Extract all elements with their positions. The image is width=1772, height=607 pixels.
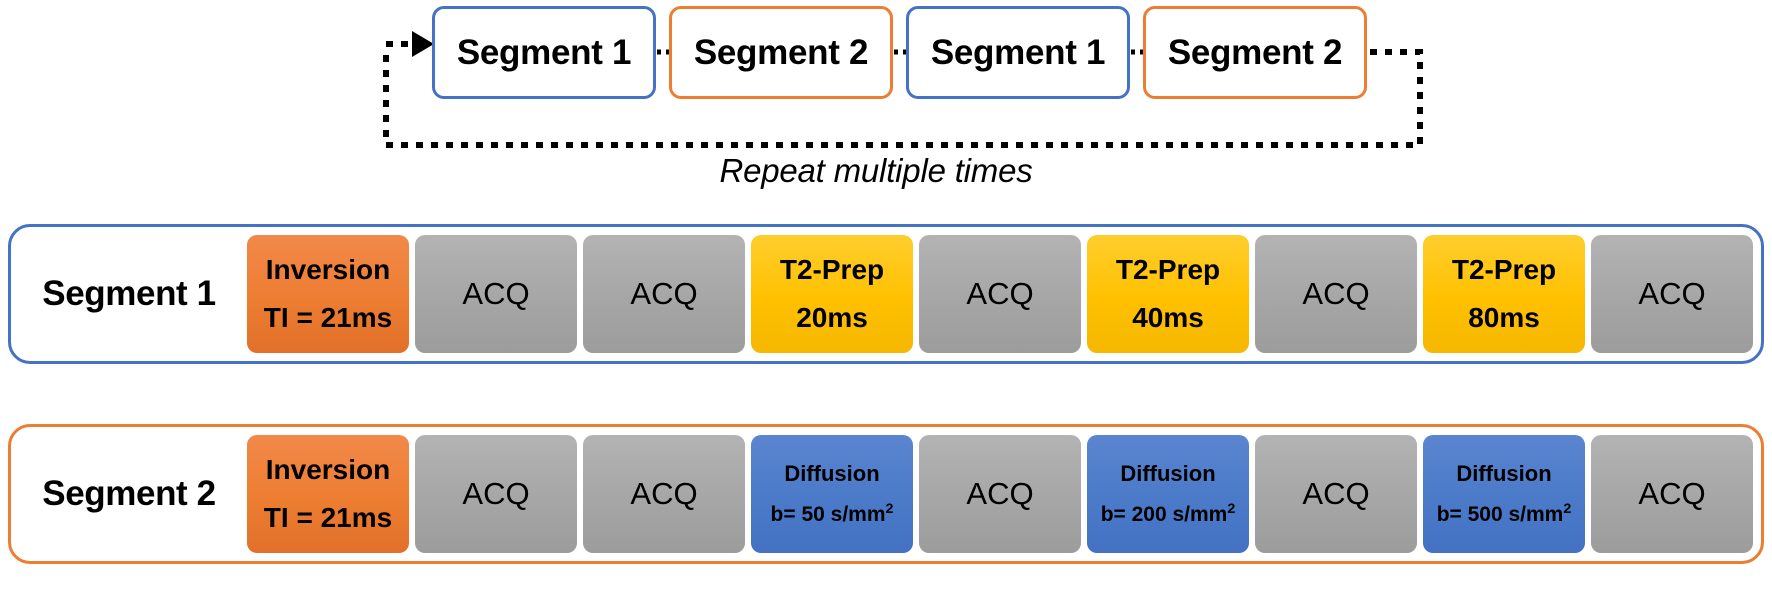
block-t2prep[interactable]: T2-Prep 20ms — [751, 235, 913, 353]
loop-node-segment-2-b[interactable]: Segment 2 — [1143, 6, 1367, 99]
block-line1: Diffusion — [784, 460, 880, 486]
block-line1: ACQ — [630, 476, 698, 512]
block-line1: ACQ — [462, 476, 530, 512]
block-line2-text: b= 500 s/mm — [1436, 502, 1564, 526]
block-acq[interactable]: ACQ — [1255, 235, 1417, 353]
segment-1-row: Segment 1 Inversion TI = 21ms ACQ ACQ T2… — [8, 224, 1764, 364]
block-acq[interactable]: ACQ — [583, 435, 745, 553]
arrow-right-icon — [412, 31, 434, 57]
block-acq[interactable]: ACQ — [583, 235, 745, 353]
segment-2-label: Segment 2 — [42, 474, 216, 513]
block-line2: 40ms — [1132, 301, 1204, 333]
block-line1: Diffusion — [1120, 460, 1216, 486]
block-line2-superscript: 2 — [885, 500, 894, 517]
block-line1: T2-Prep — [779, 254, 885, 286]
block-line1: ACQ — [1302, 276, 1370, 312]
block-acq[interactable]: ACQ — [1591, 235, 1753, 353]
block-line2-superscript: 2 — [1227, 500, 1236, 517]
block-line2: TI = 21ms — [263, 501, 393, 533]
repeat-caption: Repeat multiple times — [0, 152, 1772, 190]
block-line2: 80ms — [1468, 301, 1540, 333]
block-line1: ACQ — [630, 276, 698, 312]
repeat-loop-diagram: Segment 1 Segment 2 Segment 1 Segment 2 … — [0, 0, 1772, 190]
block-inversion[interactable]: Inversion TI = 21ms — [247, 235, 409, 353]
block-line1: ACQ — [966, 476, 1034, 512]
block-t2prep[interactable]: T2-Prep 80ms — [1423, 235, 1585, 353]
block-line1: T2-Prep — [1451, 254, 1557, 286]
block-line2-superscript: 2 — [1563, 500, 1572, 517]
block-line2: b= 500 s/mm2 — [1425, 500, 1583, 528]
loop-node-chain: Segment 1 Segment 2 Segment 1 Segment 2 — [432, 6, 1367, 99]
loop-node-segment-1-a[interactable]: Segment 1 — [432, 6, 656, 99]
block-line2: TI = 21ms — [263, 301, 393, 333]
repeat-caption-text: Repeat multiple times — [719, 152, 1033, 189]
block-acq[interactable]: ACQ — [919, 235, 1081, 353]
block-line1: T2-Prep — [1115, 254, 1221, 286]
loop-node-segment-2-a[interactable]: Segment 2 — [669, 6, 893, 99]
block-line2: b= 50 s/mm2 — [753, 500, 911, 528]
block-inversion[interactable]: Inversion TI = 21ms — [247, 435, 409, 553]
block-acq[interactable]: ACQ — [415, 435, 577, 553]
block-acq[interactable]: ACQ — [415, 235, 577, 353]
segment-2-row: Segment 2 Inversion TI = 21ms ACQ ACQ Di… — [8, 424, 1764, 564]
block-line1: ACQ — [1302, 476, 1370, 512]
block-acq[interactable]: ACQ — [919, 435, 1081, 553]
feedback-loop-path — [383, 48, 1423, 148]
segment-1-block-track: Inversion TI = 21ms ACQ ACQ T2-Prep 20ms… — [247, 235, 1753, 353]
segment-2-block-track: Inversion TI = 21ms ACQ ACQ Diffusion b=… — [247, 435, 1753, 553]
block-line2-text: b= 50 s/mm — [770, 502, 886, 526]
segment-1-label: Segment 1 — [42, 274, 216, 313]
block-diffusion[interactable]: Diffusion b= 50 s/mm2 — [751, 435, 913, 553]
block-line2: 20ms — [796, 301, 868, 333]
block-line1: Inversion — [265, 254, 391, 286]
block-t2prep[interactable]: T2-Prep 40ms — [1087, 235, 1249, 353]
block-line1: ACQ — [462, 276, 530, 312]
loop-node-segment-1-b[interactable]: Segment 1 — [906, 6, 1130, 99]
block-line1: Inversion — [265, 454, 391, 486]
block-line1: ACQ — [1638, 476, 1706, 512]
block-diffusion[interactable]: Diffusion b= 200 s/mm2 — [1087, 435, 1249, 553]
block-line1: ACQ — [966, 276, 1034, 312]
block-line2-text: b= 200 s/mm — [1100, 502, 1228, 526]
block-line1: Diffusion — [1456, 460, 1552, 486]
block-line2: b= 200 s/mm2 — [1089, 500, 1247, 528]
block-acq[interactable]: ACQ — [1591, 435, 1753, 553]
block-acq[interactable]: ACQ — [1255, 435, 1417, 553]
block-line1: ACQ — [1638, 276, 1706, 312]
block-diffusion[interactable]: Diffusion b= 500 s/mm2 — [1423, 435, 1585, 553]
